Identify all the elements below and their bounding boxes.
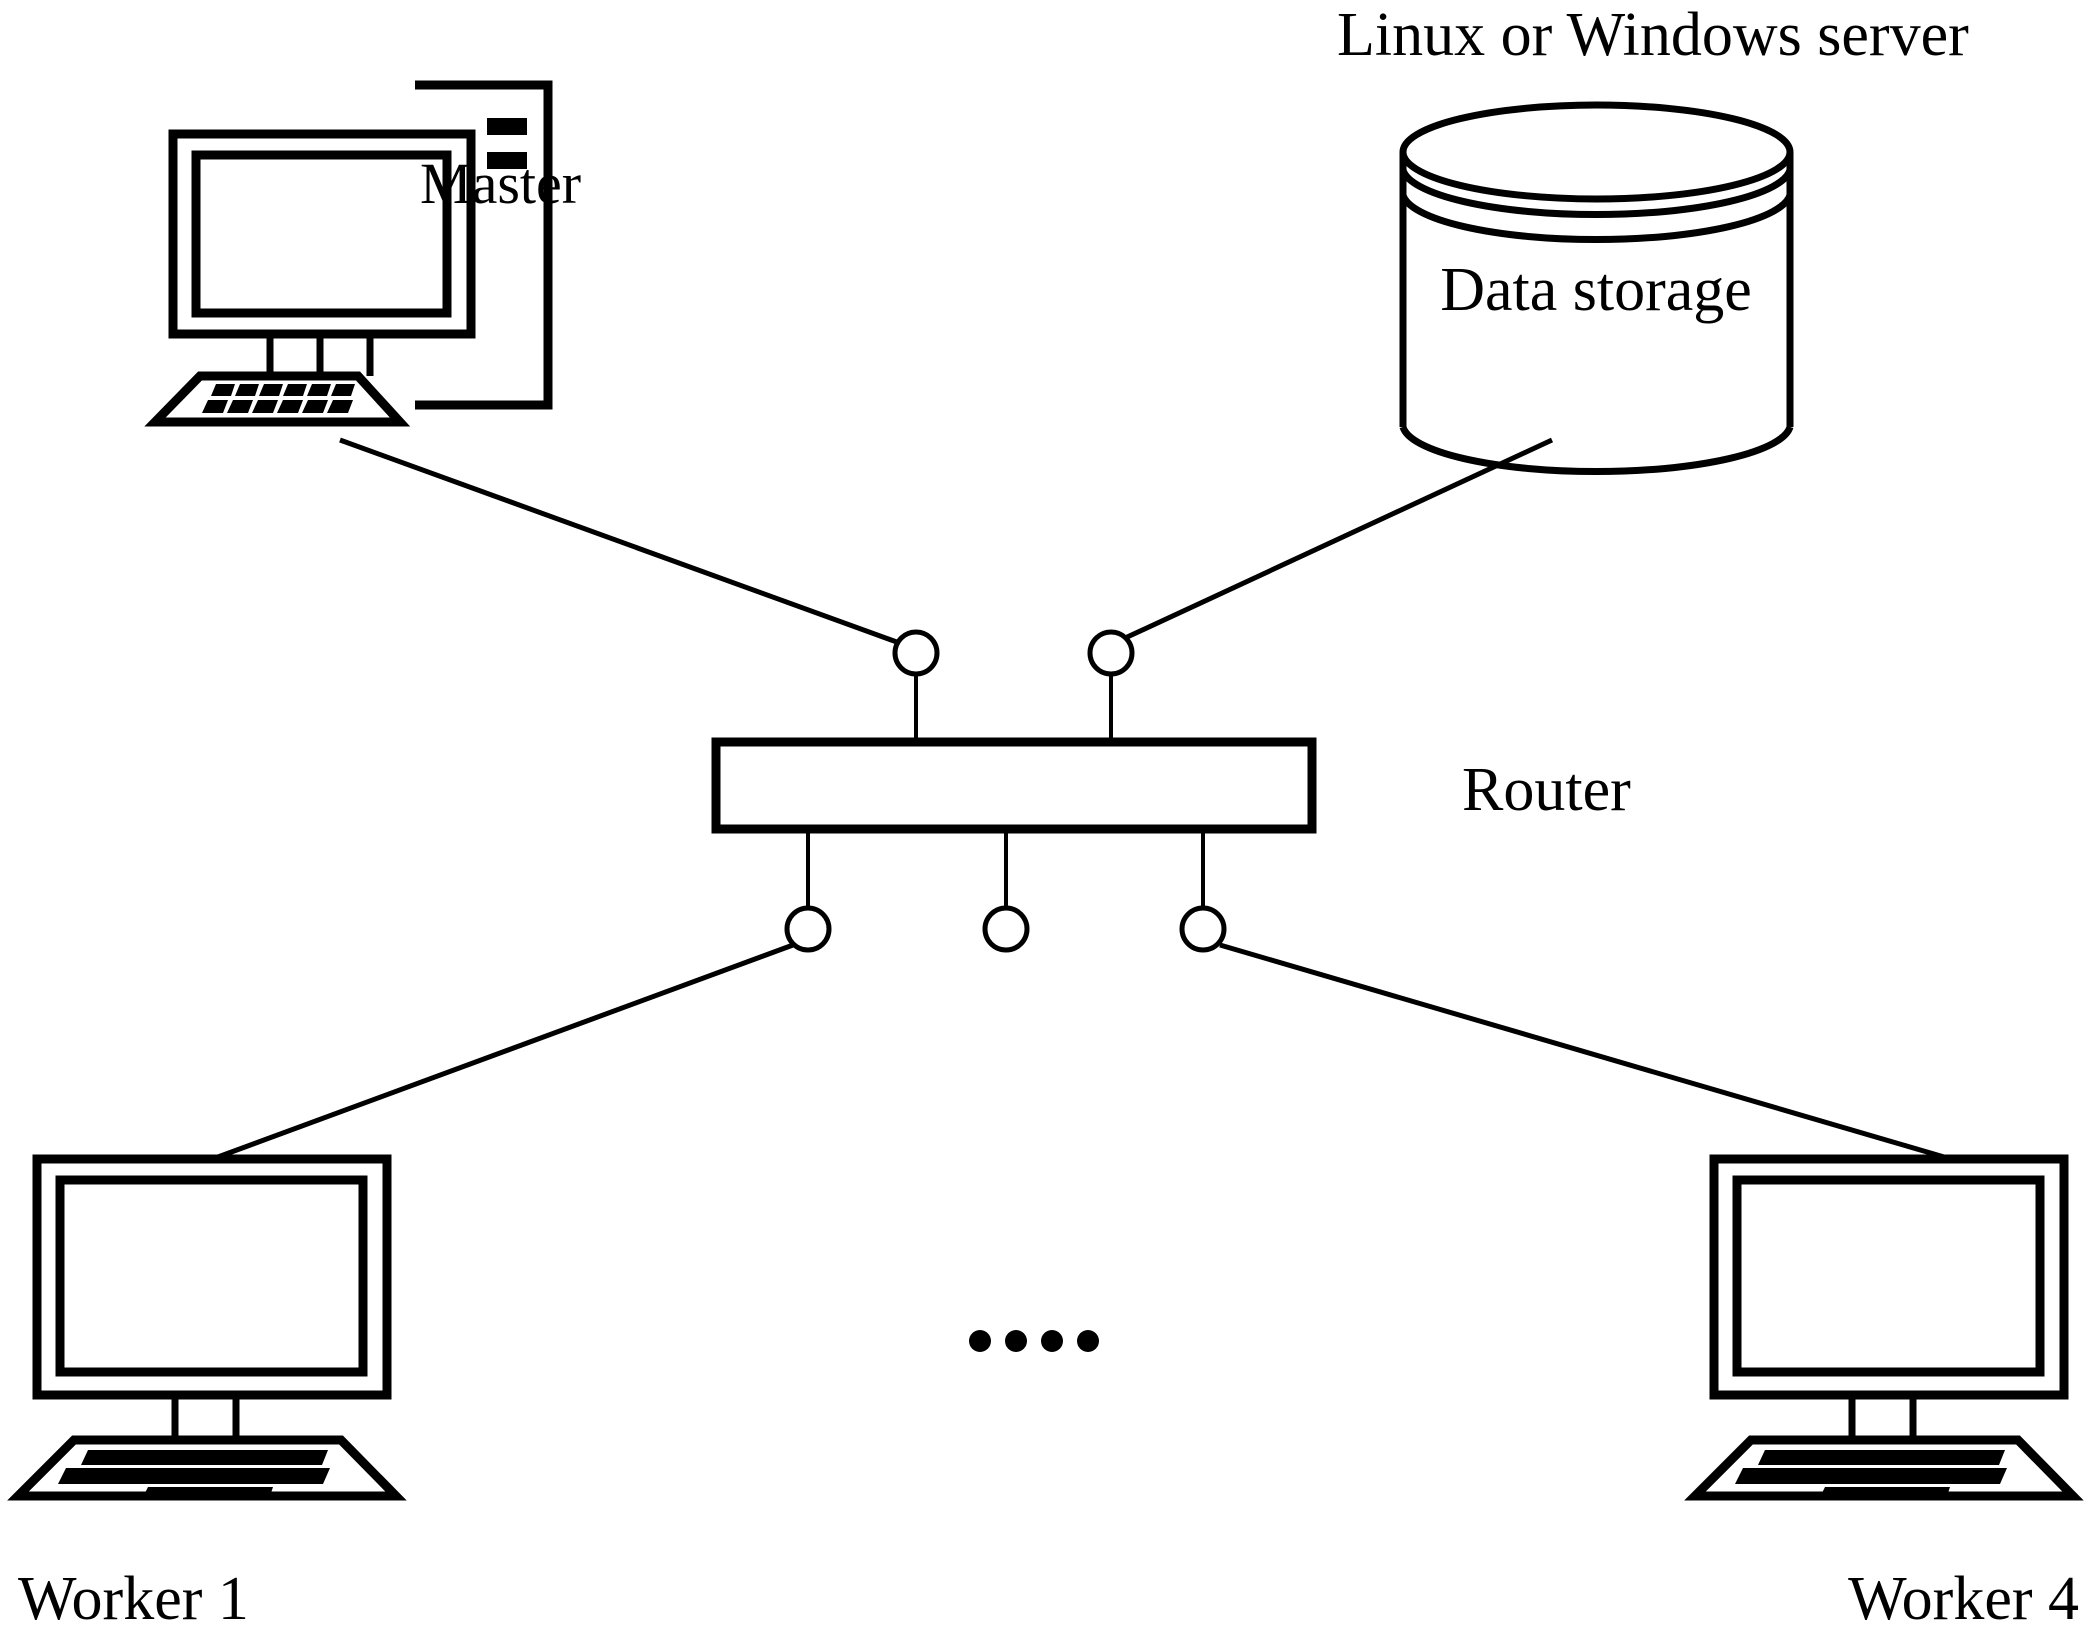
wire-router-to-worker1 bbox=[206, 942, 794, 1164]
router-box[interactable] bbox=[716, 742, 1312, 829]
data-storage-label: Data storage bbox=[1440, 256, 1752, 324]
wire-router-to-worker4 bbox=[1219, 942, 1952, 1162]
data-storage-node[interactable]: Linux or Windows server Data storage bbox=[1337, 1, 1969, 472]
workers-ellipsis bbox=[969, 1330, 1099, 1352]
wire-storage-to-router bbox=[1108, 437, 1554, 648]
master-computer-node[interactable]: Master bbox=[155, 85, 581, 422]
router-port-downlink-left[interactable] bbox=[784, 905, 832, 953]
master-keyboard-icon bbox=[155, 376, 400, 422]
worker-4-keyboard-icon bbox=[1695, 1440, 2073, 1499]
database-cylinder-icon bbox=[1403, 105, 1790, 472]
router-downlink-ports bbox=[784, 829, 1227, 953]
router-node[interactable]: Router bbox=[716, 742, 1631, 829]
worker-4-node[interactable]: Worker 4 bbox=[1695, 1159, 2079, 1633]
router-uplink-ports bbox=[892, 629, 1135, 742]
uplink-wires bbox=[339, 437, 1554, 648]
worker-1-keyboard-icon bbox=[18, 1440, 396, 1499]
wire-master-to-router bbox=[339, 437, 906, 648]
master-label: Master bbox=[420, 151, 581, 216]
router-port-downlink-center[interactable] bbox=[982, 905, 1030, 953]
worker-1-label: Worker 1 bbox=[18, 1565, 249, 1633]
router-label: Router bbox=[1462, 756, 1631, 824]
master-tower-icon bbox=[415, 85, 548, 405]
router-port-downlink-right[interactable] bbox=[1179, 905, 1227, 953]
router-port-uplink-right[interactable] bbox=[1087, 629, 1135, 677]
worker-4-label: Worker 4 bbox=[1848, 1565, 2079, 1633]
router-port-uplink-left[interactable] bbox=[892, 629, 940, 677]
worker-1-node[interactable]: Worker 1 bbox=[18, 1159, 396, 1633]
server-title-label: Linux or Windows server bbox=[1337, 1, 1969, 69]
downlink-wires bbox=[206, 942, 1952, 1164]
